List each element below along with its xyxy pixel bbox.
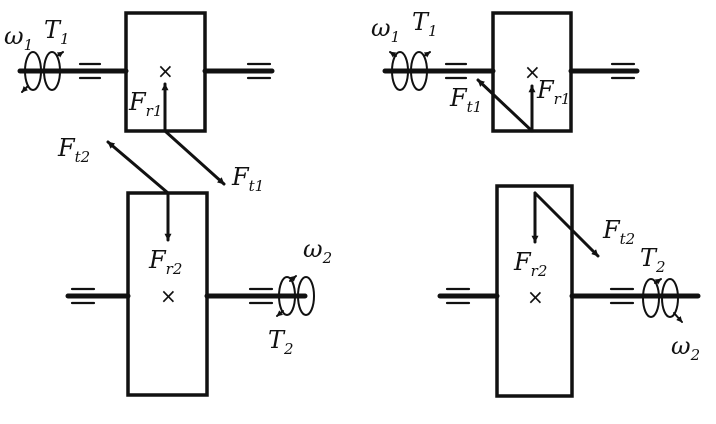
right-gear2-center-mark: ×: [527, 285, 544, 309]
left-t1-label: T1: [44, 16, 70, 48]
right-gear1-center-mark: ×: [524, 60, 541, 84]
right-omega2-rotation-icon: [642, 278, 683, 323]
right-ft1-label: Ft1: [449, 84, 482, 116]
left-diagram: [17, 11, 315, 397]
left-ft2-arrow: [106, 140, 170, 195]
left-omega2-label: ω2: [303, 235, 332, 267]
right-fr2-label: Fr2: [513, 248, 547, 280]
right-t1-label: T1: [412, 8, 438, 40]
right-ft2-label: Ft2: [602, 216, 635, 248]
right-gear2-box: [495, 184, 574, 398]
right-ft2-arrow: [533, 191, 600, 258]
right-diagram: [382, 11, 701, 398]
left-ft1-arrow: [163, 129, 226, 186]
left-ft2-label: Ft2: [57, 134, 90, 166]
right-gear1-bearing-left: [444, 62, 468, 80]
left-gear2-center-mark: ×: [160, 284, 177, 308]
right-gear1-bearing-right: [610, 62, 636, 80]
left-ft1-label: Ft1: [231, 163, 264, 195]
left-omega2-rotation-icon: [276, 275, 315, 317]
right-omega2-label: ω2: [671, 332, 700, 364]
left-gear1-bearing-right: [246, 62, 272, 80]
left-fr1-label: Fr1: [128, 88, 162, 120]
right-t2-label: T2: [640, 244, 666, 276]
right-gear2-bearing-left: [445, 287, 471, 305]
right-fr1-label: Fr1: [536, 76, 570, 108]
right-ft1-arrow: [476, 78, 534, 133]
left-fr2-label: Fr2: [148, 246, 182, 278]
left-gear2-bearing-left: [70, 287, 96, 305]
right-gear2-bearing-right: [609, 287, 635, 305]
left-gear1-bearing-left: [78, 62, 102, 80]
left-t2-label: T2: [268, 326, 294, 358]
left-omega1-rotation-icon: [21, 51, 64, 93]
right-omega1-label: ω1: [371, 14, 400, 46]
left-gear2-bearing-right: [248, 287, 274, 305]
left-gear1-center-mark: ×: [157, 59, 174, 83]
left-omega1-label: ω1: [4, 22, 33, 54]
right-omega1-rotation-icon: [389, 51, 431, 91]
